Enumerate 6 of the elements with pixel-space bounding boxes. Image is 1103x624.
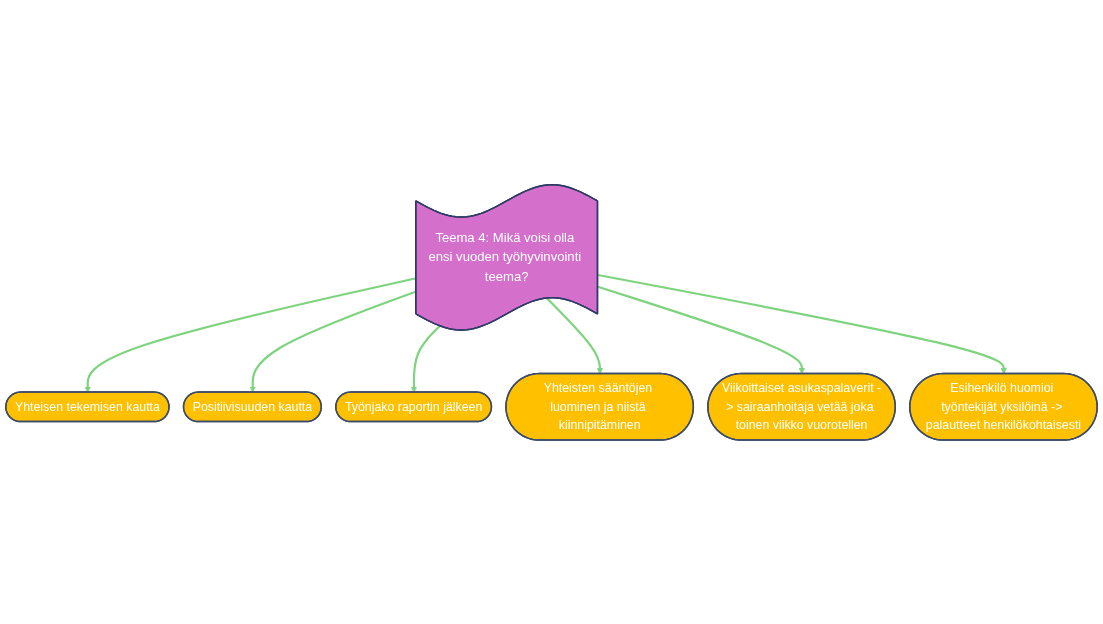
arrow xyxy=(597,273,1007,374)
arrow xyxy=(597,285,806,374)
arrow xyxy=(84,276,417,393)
arrow xyxy=(249,290,417,393)
arrow xyxy=(546,297,604,374)
arrow xyxy=(410,324,441,393)
